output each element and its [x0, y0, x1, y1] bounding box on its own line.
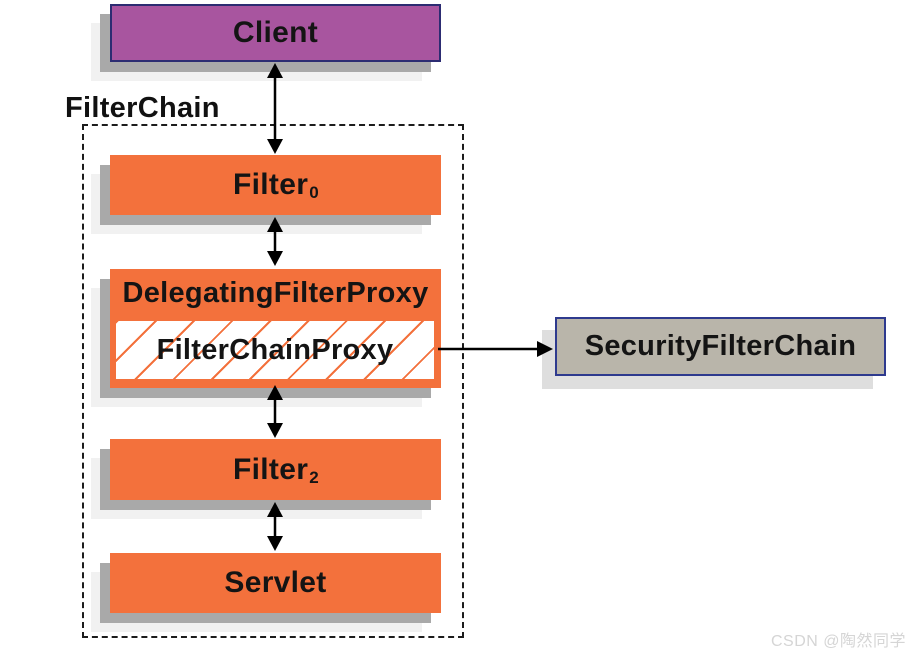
- node-delegating-filter-proxy-label: DelegatingFilterProxy: [122, 277, 429, 309]
- node-filter0-label: Filter: [233, 168, 309, 201]
- node-filter2-label: Filter: [233, 452, 309, 486]
- filterchain-label: FilterChain: [65, 92, 220, 124]
- node-filter0-subscript: 0: [309, 183, 319, 202]
- node-filter-chain-proxy-label: FilterChainProxy: [156, 333, 394, 366]
- node-filter-chain-proxy: FilterChainProxy: [114, 319, 436, 381]
- filterchain-container-frame: [82, 124, 464, 638]
- node-security-filter-chain: SecurityFilterChain: [555, 317, 886, 376]
- node-client-label: Client: [232, 16, 319, 49]
- node-servlet: Servlet: [110, 553, 441, 613]
- node-client: Client: [110, 4, 441, 62]
- node-security-filter-chain-label: SecurityFilterChain: [584, 330, 857, 362]
- watermark: CSDN @陶然同学: [770, 633, 906, 650]
- node-filter2-subscript: 2: [309, 468, 319, 487]
- node-servlet-label: Servlet: [224, 566, 327, 599]
